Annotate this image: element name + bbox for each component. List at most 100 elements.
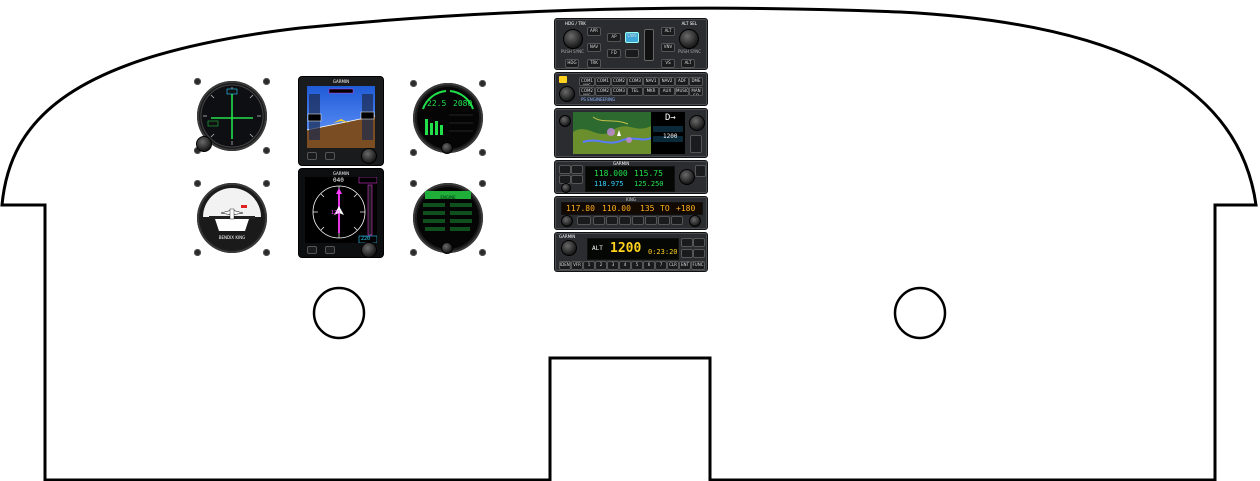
navcom-freq-knob[interactable] bbox=[679, 169, 695, 185]
nav-radio-btn-1[interactable] bbox=[577, 216, 591, 225]
nav-radio-digit-1: 110.00 bbox=[602, 204, 631, 213]
gps-vol-knob[interactable] bbox=[559, 115, 571, 127]
nav-radio-btn-3[interactable] bbox=[606, 216, 618, 225]
xpdr-key-2[interactable]: 1 bbox=[583, 261, 595, 270]
audio-btn-r0-3[interactable]: COM3 bbox=[627, 77, 643, 86]
navcom-side-btn[interactable] bbox=[695, 165, 706, 177]
navcom-vol-knob[interactable] bbox=[561, 183, 571, 193]
xpdr-key-7[interactable]: 6 bbox=[643, 261, 655, 270]
ap-btn-ap[interactable]: AP bbox=[607, 33, 621, 42]
audio-btn-r1-7[interactable]: MAN SQ bbox=[689, 87, 703, 96]
hdg-knob[interactable] bbox=[563, 29, 583, 49]
screw bbox=[263, 78, 270, 85]
gauge-bezel: ENGINE bbox=[413, 183, 483, 253]
left-yoke-hole bbox=[312, 286, 366, 340]
hsi-course-readout: 120 bbox=[331, 210, 341, 216]
navcom-btn-2[interactable] bbox=[571, 165, 583, 174]
screw bbox=[410, 249, 417, 256]
nav-radio-btn-5[interactable] bbox=[632, 216, 644, 225]
engine-gauge-bottom: ENGINE bbox=[410, 180, 486, 256]
audio-btn-r0-0[interactable]: COM1 MIC bbox=[579, 77, 595, 86]
hsi-knob[interactable] bbox=[196, 136, 212, 152]
xpdr-key-5[interactable]: 4 bbox=[619, 261, 631, 270]
xpdr-key-10[interactable]: ENT bbox=[679, 261, 691, 270]
audio-btn-r1-4[interactable]: MKR bbox=[643, 87, 659, 96]
audio-volume-knob[interactable] bbox=[559, 86, 575, 102]
screw bbox=[479, 149, 486, 156]
ap-btn-vnv[interactable]: VNV bbox=[661, 43, 675, 52]
gps-right-value: 1200 bbox=[663, 133, 678, 140]
round-hsi-gauge bbox=[194, 78, 270, 154]
gps-knob[interactable] bbox=[689, 115, 705, 131]
trim-wheel[interactable] bbox=[644, 29, 654, 61]
g5-hsi-knob[interactable] bbox=[361, 242, 377, 258]
audio-btn-r0-4[interactable]: NAV1 bbox=[643, 77, 659, 86]
ap-btn-trk[interactable]: TRK bbox=[587, 59, 601, 68]
ap-btn-blank[interactable] bbox=[625, 49, 639, 58]
ap-btn-alt2[interactable]: ALT bbox=[681, 59, 695, 68]
hsi-screen bbox=[305, 177, 377, 243]
xpdr-key-9[interactable]: CLR bbox=[667, 261, 679, 270]
xpdr-key-11[interactable]: FUNC bbox=[691, 261, 705, 270]
nav-radio-btn-6[interactable] bbox=[645, 216, 657, 225]
navcom-btn-4[interactable] bbox=[571, 175, 583, 184]
audio-btn-r1-2[interactable]: COM3 bbox=[611, 87, 627, 96]
audio-btn-r0-1[interactable]: COM1 bbox=[595, 77, 611, 86]
nav-radio-knob-right[interactable] bbox=[689, 215, 701, 227]
xpdr-side-btn-1[interactable] bbox=[681, 238, 693, 247]
nav-radio-btn-2[interactable] bbox=[593, 216, 605, 225]
engine-top-right-value: 2080 bbox=[453, 99, 473, 108]
transponder-knob[interactable] bbox=[561, 240, 577, 256]
ap-btn-alt[interactable]: ALT bbox=[661, 27, 675, 36]
audio-btn-r0-5[interactable]: NAV2 bbox=[659, 77, 675, 86]
xpdr-side-btn-3[interactable] bbox=[681, 249, 693, 258]
gps-direct-to: D→ bbox=[665, 113, 676, 123]
screw bbox=[263, 249, 270, 256]
nav-radio-btn-7[interactable] bbox=[658, 216, 670, 225]
ap-btn-vs[interactable]: VS bbox=[661, 59, 675, 68]
audio-panel-unit: COM1 MIC COM1 COM2 COM3 NAV1 NAV2 ADF DM… bbox=[554, 72, 708, 106]
audio-btn-r1-5[interactable]: AUX bbox=[659, 87, 675, 96]
xpdr-key-1[interactable]: VFR bbox=[571, 261, 583, 270]
g5-knob[interactable] bbox=[361, 148, 377, 164]
com-standby-freq: 118.975 bbox=[594, 180, 624, 188]
xpdr-side-btn-4[interactable] bbox=[693, 249, 705, 258]
audio-btn-r1-6[interactable]: MUSIC bbox=[675, 87, 689, 96]
xpdr-key-0[interactable]: IDENT bbox=[559, 261, 571, 270]
g5-button-left[interactable] bbox=[307, 152, 317, 160]
ap-btn-fd[interactable]: FD bbox=[607, 49, 621, 58]
audio-btn-r1-0[interactable]: COM2 MIC bbox=[579, 87, 595, 96]
engine-bottom-knob[interactable] bbox=[441, 242, 453, 254]
nav-radio-btn-4[interactable] bbox=[619, 216, 631, 225]
g5-hsi-button-left[interactable] bbox=[307, 246, 317, 254]
audio-btn-r0-6[interactable]: ADF bbox=[675, 77, 689, 86]
screw bbox=[410, 80, 417, 87]
nav-radio-digit-0: 117.80 bbox=[566, 204, 595, 213]
ap-btn-hdg[interactable]: HDG bbox=[565, 59, 579, 68]
audio-btn-r1-3[interactable]: TEL bbox=[627, 87, 643, 96]
xpdr-key-6[interactable]: 5 bbox=[631, 261, 643, 270]
gps-side-button[interactable] bbox=[690, 135, 702, 153]
xpdr-side-btn-2[interactable] bbox=[693, 238, 705, 247]
xpdr-key-3[interactable]: 2 bbox=[595, 261, 607, 270]
ap-btn-apr[interactable]: APR bbox=[587, 27, 601, 36]
audio-btn-r0-2[interactable]: COM2 bbox=[611, 77, 627, 86]
g5-hsi-button-mid[interactable] bbox=[325, 246, 335, 254]
nav-radio-knob-left[interactable] bbox=[561, 215, 573, 227]
hsi-face bbox=[200, 84, 264, 148]
engine-knob[interactable] bbox=[441, 142, 453, 154]
xpdr-key-4[interactable]: 3 bbox=[607, 261, 619, 270]
audio-btn-r1-1[interactable]: COM2 bbox=[595, 87, 611, 96]
xpdr-key-8[interactable]: 7 bbox=[655, 261, 667, 270]
g5-button-mid[interactable] bbox=[325, 152, 335, 160]
attitude-indicator: BENDIX KING bbox=[194, 180, 270, 256]
navcom-btn-1[interactable] bbox=[559, 165, 571, 174]
nav-radio-btn-8[interactable] bbox=[671, 216, 683, 225]
transponder-screen: ALT 1200 0:23:20 bbox=[587, 238, 679, 260]
alt-knob[interactable] bbox=[679, 29, 699, 49]
screw bbox=[194, 78, 201, 85]
nav-radio-digit-3: TO bbox=[660, 204, 670, 213]
ap-btn-nav[interactable]: NAV bbox=[587, 43, 601, 52]
ap-btn-cws[interactable]: CWS bbox=[625, 32, 639, 43]
audio-btn-r0-7[interactable]: DME bbox=[689, 77, 703, 86]
